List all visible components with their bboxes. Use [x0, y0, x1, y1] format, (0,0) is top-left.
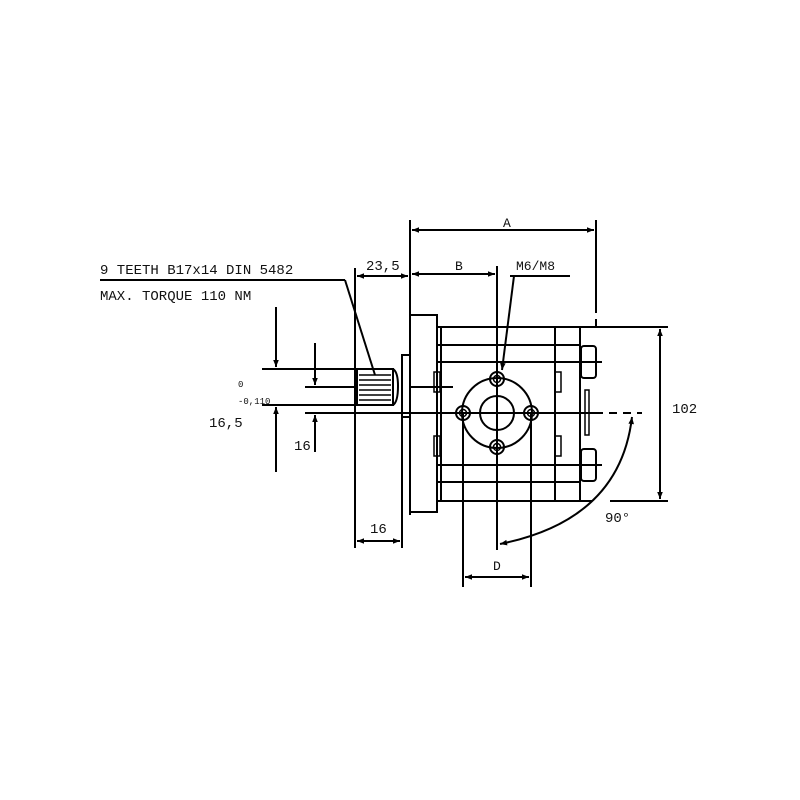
dim-length-label: 16 — [370, 522, 387, 538]
dim-inner-label: 16 — [294, 439, 311, 455]
spline-teeth — [359, 374, 391, 401]
spline-leader — [344, 279, 376, 376]
dim-b-label: B — [455, 259, 463, 274]
spline-note: 9 TEETH B17x14 DIN 5482 — [100, 263, 293, 279]
dim-shaft-label: 16,5 — [209, 416, 243, 432]
thread-label: M6/M8 — [516, 259, 555, 274]
angle-arc — [499, 416, 634, 546]
body-lines — [437, 344, 602, 502]
angle-label: 90° — [605, 511, 630, 527]
dim-a-label: A — [503, 216, 511, 231]
dim-d-label: D — [493, 559, 501, 574]
shaft-collar — [401, 354, 411, 418]
dim-height-label: 102 — [672, 402, 697, 418]
tolerance-lower: -0,110 — [238, 397, 270, 407]
dim-flange-label: 23,5 — [366, 259, 400, 275]
tolerance-upper: 0 — [238, 380, 243, 390]
shaft-neck — [392, 368, 400, 406]
torque-note: MAX. TORQUE 110 NM — [100, 289, 251, 305]
thread-leader — [500, 275, 515, 371]
